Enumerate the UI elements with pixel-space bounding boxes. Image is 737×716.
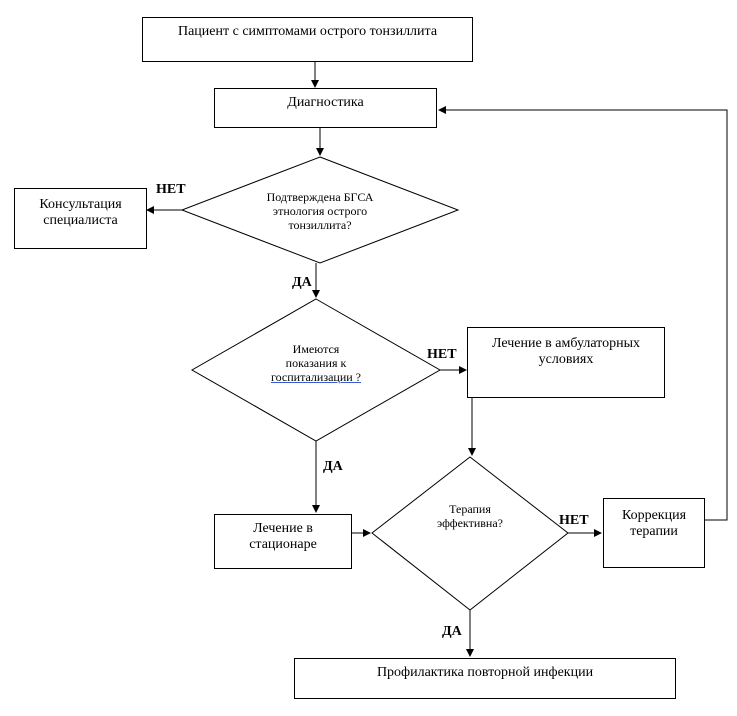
node-patient-text: Пациент с симптомами острого тонзиллита: [177, 24, 438, 39]
node-patient: Пациент с симптомами острого тонзиллита: [142, 17, 473, 62]
node-inpatient-line-2: стационаре: [249, 537, 317, 552]
node-prophylaxis: Профилактика повторной инфекции: [294, 658, 676, 699]
decision-hosp-line-1: Имеются: [292, 342, 340, 356]
node-outpatient: Лечение в амбулаторных условиях: [467, 327, 665, 398]
edge-label-no-effective: НЕТ: [559, 513, 589, 528]
edge-label-no-bgsa: НЕТ: [156, 182, 186, 197]
edge-label-yes-bgsa: ДА: [292, 275, 312, 290]
node-correction-line-1: Коррекция: [621, 508, 687, 523]
edge-label-yes-hosp: ДА: [323, 459, 343, 474]
decision-diamond-bgsa: [180, 156, 460, 264]
edge-label-no-hosp: НЕТ: [427, 347, 457, 362]
decision-hosp-line-3: госпитализации ?: [271, 370, 361, 384]
node-inpatient: Лечение в стационаре: [214, 514, 352, 569]
node-prophylaxis-text: Профилактика повторной инфекции: [376, 665, 594, 680]
decision-bgsa-text: Подтверждена БГСА этнология острого тонз…: [250, 190, 390, 232]
node-consultation-line-1: Консультация: [39, 197, 122, 212]
node-diagnostics-text: Диагностика: [287, 95, 364, 110]
node-outpatient-line-2: условиях: [538, 352, 594, 367]
node-correction: Коррекция терапии: [603, 498, 705, 568]
node-outpatient-line-1: Лечение в амбулаторных: [491, 336, 641, 351]
decision-hosp-line-2: показания к: [285, 356, 347, 370]
node-consultation-line-2: специалиста: [43, 213, 118, 228]
edge-label-yes-effective: ДА: [442, 624, 462, 639]
node-consultation: Консультация специалиста: [14, 188, 147, 249]
node-diagnostics: Диагностика: [214, 88, 437, 128]
decision-hosp-text: Имеются показания к госпитализации ?: [250, 342, 382, 384]
decision-diamond-effective: [371, 456, 569, 611]
decision-bgsa-line-3: тонзиллита?: [288, 218, 352, 232]
decision-effective-text: Терапия эффективна?: [420, 502, 520, 530]
node-correction-line-2: терапии: [630, 524, 678, 539]
arrow-correction-back-to-diagnostics: [438, 106, 728, 521]
decision-effective-line-1: Терапия: [449, 502, 491, 516]
decision-bgsa-line-2: этнология острого: [272, 204, 368, 218]
decision-bgsa-line-1: Подтверждена БГСА: [266, 190, 374, 204]
node-inpatient-line-1: Лечение в: [253, 521, 313, 536]
decision-effective-line-2: эффективна?: [437, 516, 503, 530]
